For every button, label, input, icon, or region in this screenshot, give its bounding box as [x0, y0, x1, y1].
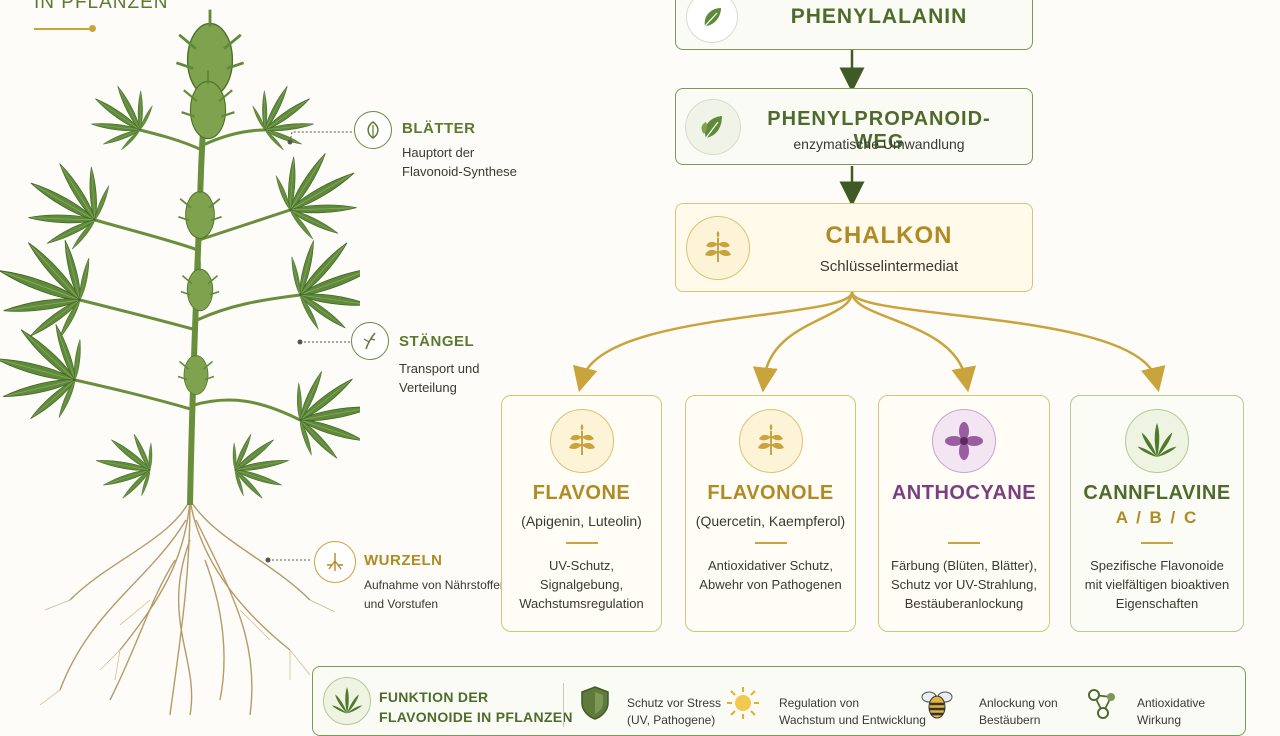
plant-part-title-roots: WURZELN — [364, 552, 443, 569]
class-card-anthocyane: ANTHOCYANE Färbung (Blüten, Blätter), Sc… — [878, 395, 1050, 632]
sun-icon — [725, 685, 761, 726]
stem-icon — [351, 322, 389, 360]
plant-part-desc-line: Flavonoid-Synthese — [402, 164, 517, 179]
class-description-line: Spezifische Flavonoide — [1090, 558, 1224, 573]
cannabis-plant-illustration — [0, 8, 360, 716]
footer-item-antioxidant: Antioxidative Wirkung — [1137, 695, 1205, 729]
leaf-icon — [686, 0, 738, 43]
footer-item-growth: Regulation von Wachstum und Entwicklung — [779, 695, 926, 729]
footer-item-line: Antioxidative — [1137, 696, 1206, 710]
class-description: UV-Schutz, Signalgebung, Wachstumsregula… — [508, 556, 655, 613]
footer-item-line: Schutz vor Stress — [627, 696, 722, 710]
class-description-line: Bestäuberanlockung — [904, 596, 1024, 611]
phenylpropanoid-box: PHENYLPROPANOID-WEG enzymatische Umwandl… — [675, 88, 1033, 165]
class-description-line: Färbung (Blüten, Blätter), — [891, 558, 1037, 573]
plant-part-desc-line: Hauptort der — [402, 145, 475, 160]
class-description-line: Abwehr von Pathogenen — [699, 577, 842, 592]
footer-item-line: Wachstum und Entwicklung — [779, 713, 926, 727]
class-card-flavone: FLAVONE (Apigenin, Luteolin) UV-Schutz, … — [501, 395, 662, 632]
chalkon-box: CHALKON Schlüsselintermediat — [675, 203, 1033, 292]
class-title: CANNFLAVINE — [1083, 482, 1231, 504]
class-examples: (Quercetin, Kaempferol) — [695, 513, 846, 529]
class-description-line: mit vielfältigen bioaktiven — [1084, 577, 1230, 592]
class-description: Spezifische Flavonoide mit vielfältigen … — [1077, 556, 1237, 613]
purple-flower-icon — [932, 409, 996, 473]
class-description: Färbung (Blüten, Blätter), Schutz vor UV… — [885, 556, 1043, 613]
footer-item-line: (UV, Pathogene) — [627, 713, 716, 727]
title-underline-dot — [89, 25, 96, 32]
class-description-line: Wachstumsregulation — [519, 596, 644, 611]
gold-leaf-icon — [738, 409, 803, 473]
class-card-cannflavine: CANNFLAVINE A / B / C Spezifische Flavon… — [1070, 395, 1244, 632]
cannabis-leaf-icon — [323, 677, 371, 725]
class-title: FLAVONOLE — [707, 482, 834, 504]
footer-divider — [563, 683, 564, 727]
footer-title: FUNKTION DER FLAVONOIDE IN PFLANZEN — [379, 687, 573, 727]
function-footer: FUNKTION DER FLAVONOIDE IN PFLANZEN Schu… — [312, 666, 1246, 736]
divider — [565, 542, 598, 544]
footer-item-line: Anlockung von — [979, 696, 1058, 710]
plant-part-desc-roots: Aufnahme von Nährstoffen und Vorstufen — [364, 576, 507, 614]
phenylpropanoid-subtitle: enzymatische Umwandlung — [793, 136, 965, 152]
chalkon-subtitle: Schlüsselintermediat — [819, 258, 959, 275]
arrow-chalkon-to-flavone — [573, 291, 854, 393]
footer-item-pollinators: Anlockung von Bestäubern — [979, 695, 1058, 729]
class-title: FLAVONE — [532, 482, 631, 504]
corner-title: IN PFLANZEN — [34, 0, 169, 13]
plant-part-desc-line: Verteilung — [399, 380, 457, 395]
plant-part-desc-line: Transport und — [399, 361, 480, 376]
divider — [948, 542, 980, 544]
class-examples: (Apigenin, Luteolin) — [521, 513, 642, 529]
class-description-line: UV-Schutz, Signalgebung, — [539, 558, 624, 592]
class-description-line: Schutz vor UV-Strahlung, — [891, 577, 1037, 592]
leaf-icon — [354, 111, 392, 149]
footer-item-line: Wirkung — [1137, 713, 1182, 727]
footer-title-line: FLAVONOIDE IN PFLANZEN — [379, 709, 573, 725]
class-description: Antioxidativer Schutz, Abwehr von Pathog… — [692, 556, 849, 594]
arrow-chalkon-to-cannflavine — [850, 291, 1166, 393]
bee-icon — [919, 685, 955, 726]
plant-part-desc-line: Aufnahme von Nährstoffen — [364, 578, 507, 592]
class-description-line: Eigenschaften — [1115, 596, 1199, 611]
gold-leaf-icon — [549, 409, 614, 473]
chalkon-title: CHALKON — [825, 222, 953, 249]
arrow-chalkon-to-flavonole — [752, 291, 854, 393]
leaves-icon — [685, 99, 741, 155]
title-underline — [34, 28, 92, 30]
plant-part-desc-leaves: Hauptort der Flavonoid-Synthese — [402, 143, 517, 181]
roots-icon — [314, 541, 356, 583]
class-examples: A / B / C — [1115, 508, 1199, 527]
divider — [1141, 542, 1173, 544]
class-title: ANTHOCYANE — [891, 482, 1037, 504]
class-card-flavonole: FLAVONOLE (Quercetin, Kaempferol) Antiox… — [685, 395, 856, 632]
phenylalanin-title: PHENYLALANIN — [790, 5, 968, 28]
shield-icon — [579, 685, 611, 726]
footer-item-line: Regulation von — [779, 696, 860, 710]
gold-leaves-icon — [686, 216, 750, 280]
cannabis-leaf-icon — [1125, 409, 1189, 473]
class-description-line: Antioxidativer Schutz, — [707, 558, 833, 573]
divider — [754, 542, 787, 544]
footer-title-line: FUNKTION DER — [379, 689, 489, 705]
footer-item-stress: Schutz vor Stress (UV, Pathogene) — [627, 695, 721, 729]
footer-item-line: Bestäubern — [979, 713, 1041, 727]
plant-part-desc-line: und Vorstufen — [364, 597, 439, 611]
plant-part-leaders — [265, 131, 354, 563]
phenylalanin-box: PHENYLALANIN — [675, 0, 1033, 50]
plant-part-desc-stem: Transport und Verteilung — [399, 359, 479, 397]
plant-part-title-stem: STÄNGEL — [399, 333, 475, 350]
phenylpropanoid-title: PHENYLPROPANOID-WEG — [767, 108, 991, 153]
arrow-chalkon-to-anthocyane — [850, 291, 977, 393]
plant-part-title-leaves: BLÄTTER — [402, 120, 476, 137]
molecule-icon — [1085, 685, 1121, 726]
